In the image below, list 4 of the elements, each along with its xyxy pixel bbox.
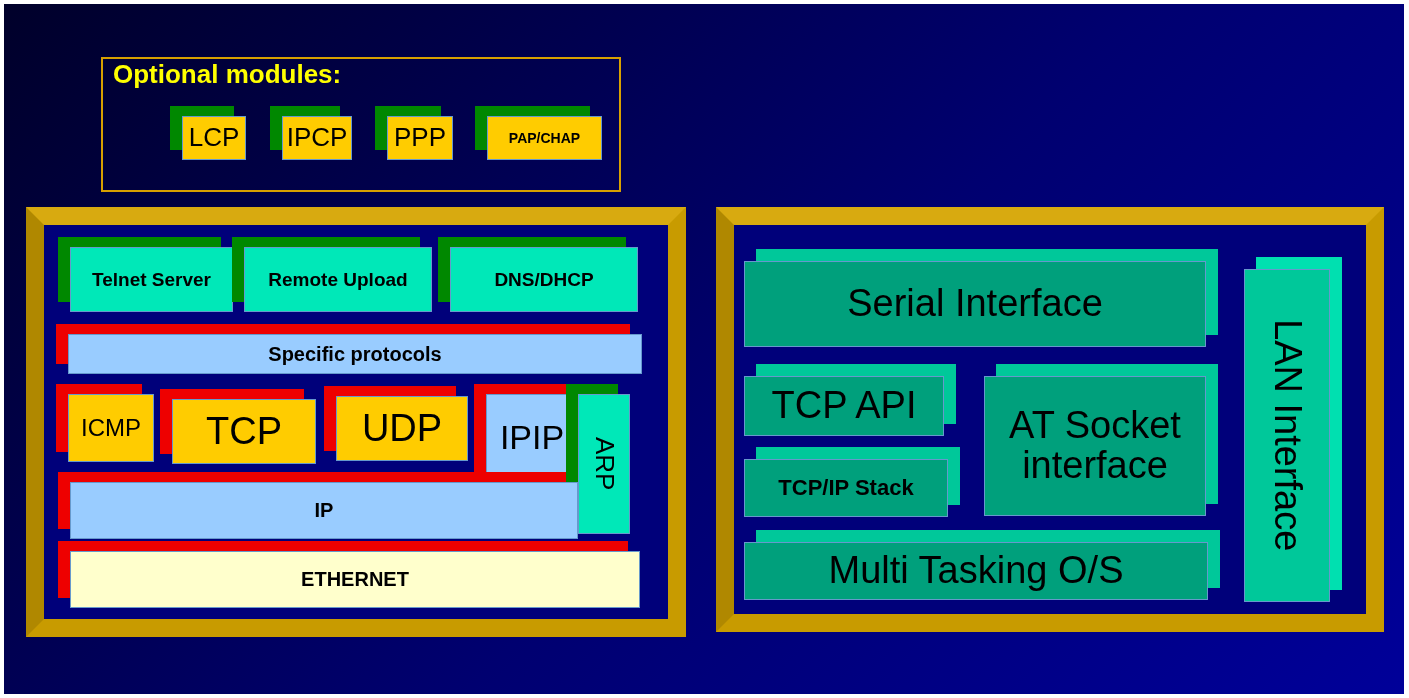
module-panel <box>101 57 621 192</box>
stack-frame <box>26 207 686 637</box>
panel-title: Optional modules: <box>113 61 342 89</box>
stack-frame <box>716 207 1384 632</box>
